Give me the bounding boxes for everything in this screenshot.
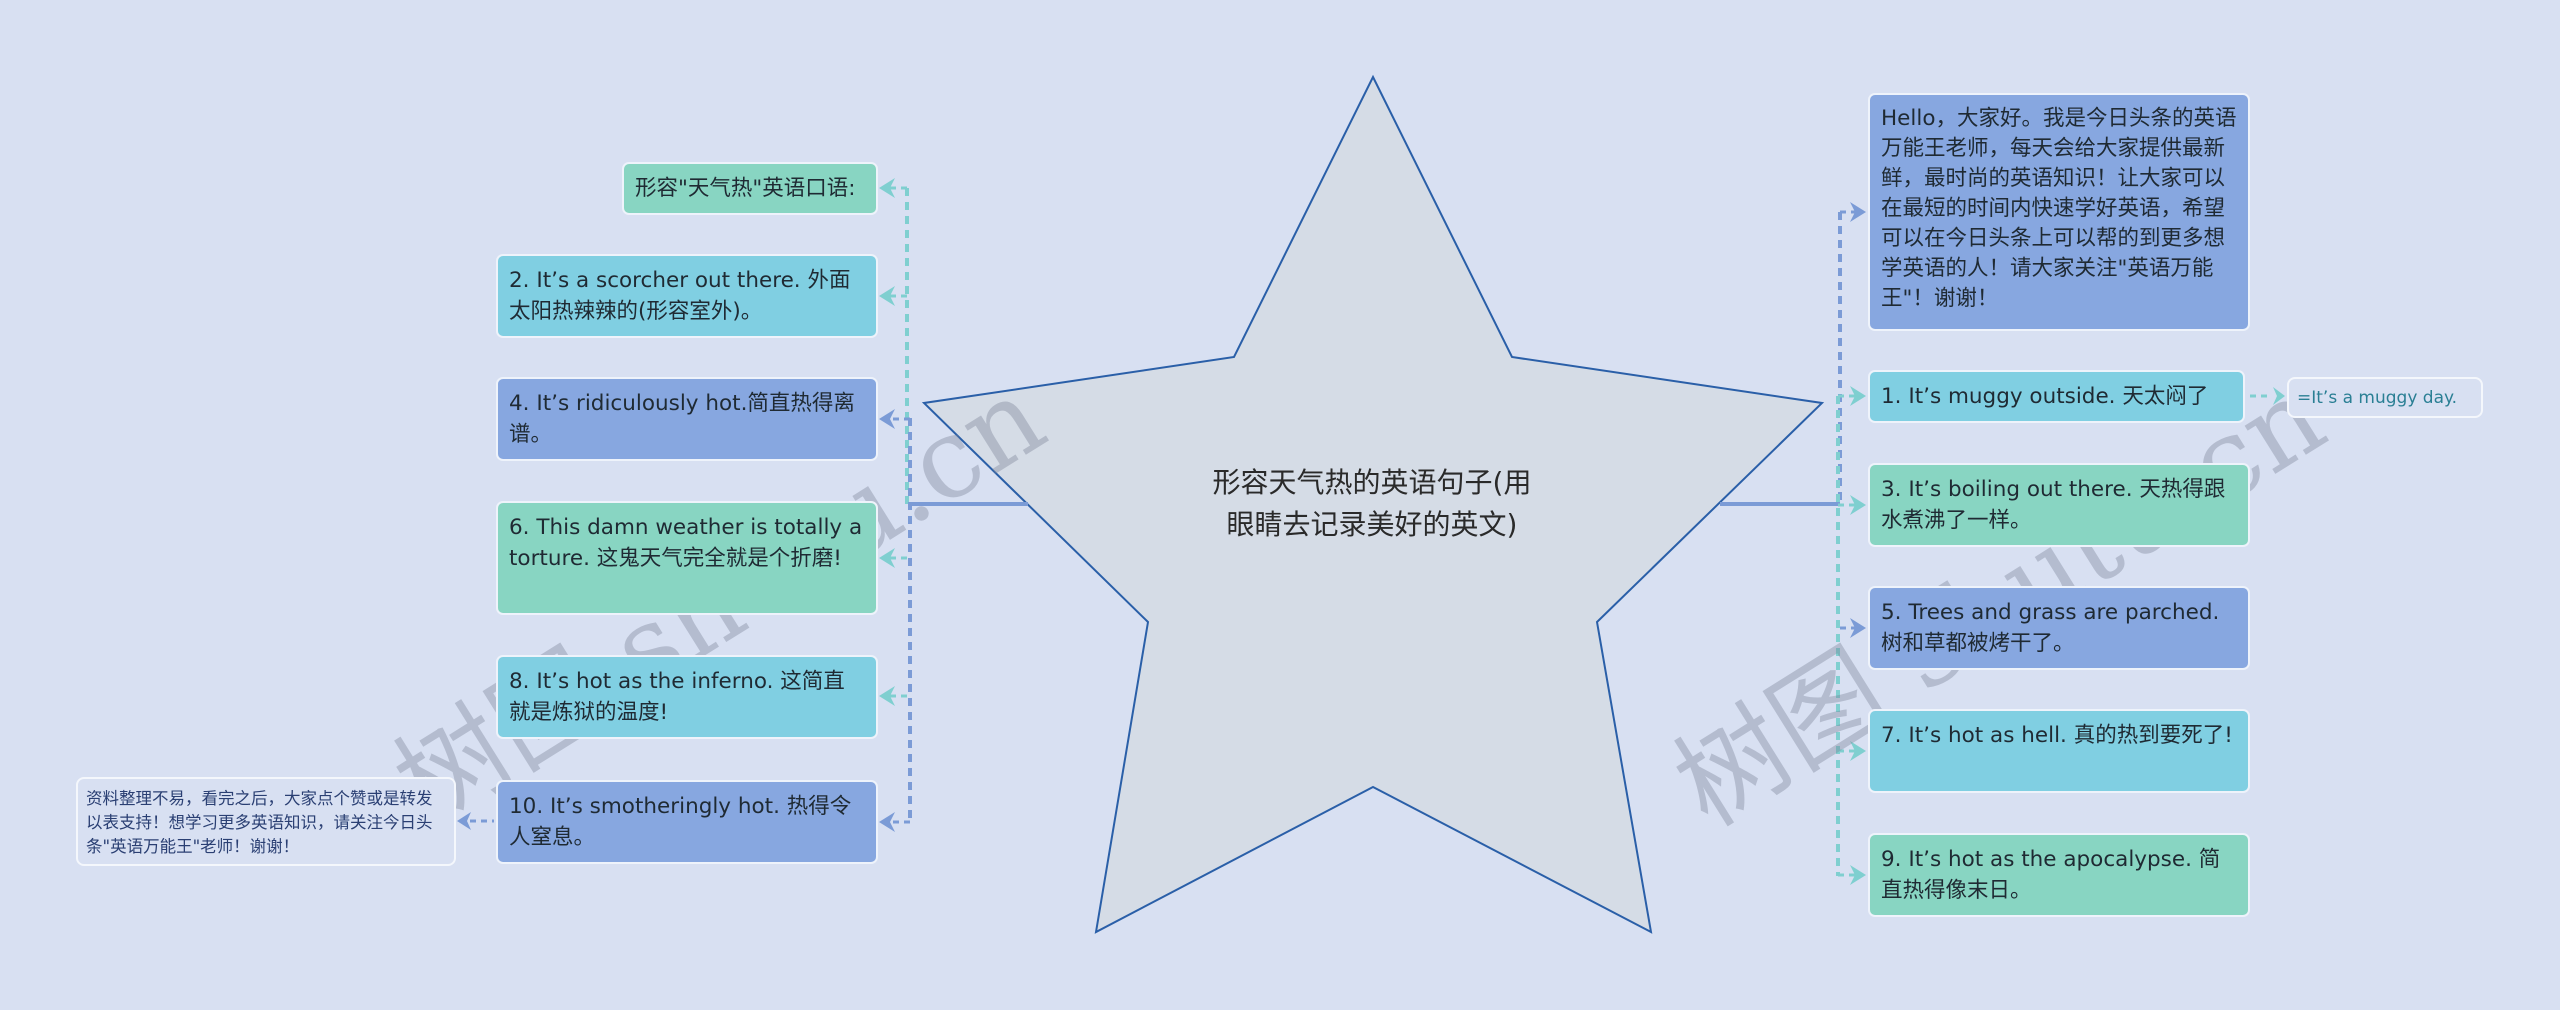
central-topic-line-1: 形容天气热的英语句子(用	[1212, 466, 1532, 499]
node-text: 3. It’s boiling out there. 天热得跟水煮沸了一样。	[1881, 477, 2226, 533]
node-text: 9. It’s hot as the apocalypse. 简直热得像末日。	[1881, 847, 2221, 903]
node-item-5[interactable]: 5. Trees and grass are parched. 树和草都被烤干了…	[1868, 586, 2250, 670]
node-text: 4. It’s ridiculously hot.简直热得离谱。	[509, 391, 855, 447]
node-muggy-day-note[interactable]: =It’s a muggy day.	[2287, 377, 2483, 418]
right-dashed-spine	[1836, 210, 1856, 877]
node-item-2[interactable]: 2. It’s a scorcher out there. 外面太阳热辣辣的(形…	[496, 254, 878, 338]
node-text: 7. It’s hot as hell. 真的热到要死了!	[1881, 723, 2233, 748]
node-text: 5. Trees and grass are parched. 树和草都被烤干了…	[1881, 600, 2220, 656]
node-text: 6. This damn weather is totally a tortur…	[509, 515, 863, 571]
node-text: 10. It’s smotheringly hot. 热得令人窒息。	[509, 794, 852, 850]
node-text: 1. It’s muggy outside. 天太闷了	[1881, 384, 2209, 409]
node-item-9[interactable]: 9. It’s hot as the apocalypse. 简直热得像末日。	[1868, 833, 2250, 917]
node-text: Hello，大家好。我是今日头条的英语万能王老师，每天会给大家提供最新鲜，最时尚…	[1881, 106, 2237, 311]
right-arrow-icons	[1850, 202, 1866, 885]
left-arrow-icons	[879, 178, 895, 832]
central-star-shape[interactable]	[921, 74, 1825, 934]
node-item-10[interactable]: 10. It’s smotheringly hot. 热得令人窒息。	[496, 780, 878, 864]
central-topic-line-2: 眼睛去记录美好的英文)	[1226, 508, 1518, 541]
node-text: 资料整理不易，看完之后，大家点个赞或是转发以表支持！想学习更多英语知识，请关注今…	[86, 789, 433, 856]
node-item-8[interactable]: 8. It’s hot as the inferno. 这简直就是炼狱的温度!	[496, 655, 878, 739]
muggy-arrow-icon	[2273, 387, 2285, 405]
node-text: =It’s a muggy day.	[2297, 388, 2458, 408]
node-item-4[interactable]: 4. It’s ridiculously hot.简直热得离谱。	[496, 377, 878, 461]
node-item-1[interactable]: 1. It’s muggy outside. 天太闷了	[1868, 370, 2245, 423]
node-item-6[interactable]: 6. This damn weather is totally a tortur…	[496, 501, 878, 615]
node-text: 形容"天气热"英语口语:	[635, 176, 856, 201]
note-arrow-icon	[457, 812, 471, 830]
node-text: 8. It’s hot as the inferno. 这简直就是炼狱的温度!	[509, 669, 845, 725]
central-topic[interactable]: 形容天气热的英语句子(用 眼睛去记录美好的英文)	[1172, 462, 1572, 546]
node-item-7[interactable]: 7. It’s hot as hell. 真的热到要死了!	[1868, 709, 2250, 793]
node-support-note[interactable]: 资料整理不易，看完之后，大家点个赞或是转发以表支持！想学习更多英语知识，请关注今…	[76, 777, 456, 866]
left-dashed-spine	[890, 186, 912, 824]
node-text: 2. It’s a scorcher out there. 外面太阳热辣辣的(形…	[509, 268, 851, 324]
node-item-3[interactable]: 3. It’s boiling out there. 天热得跟水煮沸了一样。	[1868, 463, 2250, 547]
node-hello-intro[interactable]: Hello，大家好。我是今日头条的英语万能王老师，每天会给大家提供最新鲜，最时尚…	[1868, 93, 2250, 331]
node-intro-heading[interactable]: 形容"天气热"英语口语:	[622, 162, 878, 215]
